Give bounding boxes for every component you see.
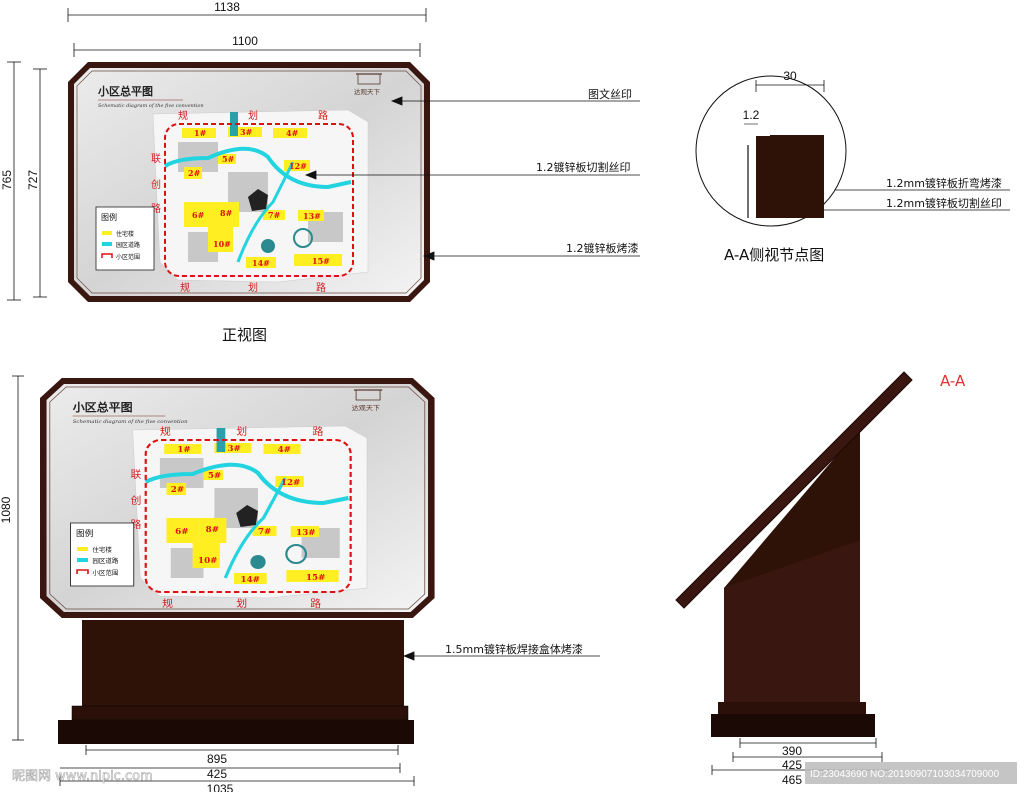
detail-aa-circle: 30 1.2 — [695, 69, 847, 227]
dim-727: 727 — [26, 170, 40, 190]
site-map: 规 划 路 联 创 路 规 划 路 1# 3# 4# 5# 12# 2# 6# … — [151, 109, 369, 294]
building-label: 4# — [286, 128, 299, 138]
road-label: 划 — [248, 109, 258, 122]
side-board — [675, 371, 913, 609]
dim-1035: 1035 — [207, 782, 234, 792]
building-label: 8# — [220, 208, 233, 218]
sign-base-body — [82, 620, 404, 706]
dim-425: 425 — [207, 767, 227, 781]
dim-1-2: 1.2 — [743, 108, 760, 122]
front-view-caption: 正视图 — [222, 326, 267, 344]
legend-item: 小区范围 — [116, 253, 140, 261]
dim-390: 390 — [782, 744, 802, 758]
dimension-lines — [7, 8, 890, 786]
building-label: 7# — [268, 210, 281, 220]
dim-1100: 1100 — [232, 34, 258, 48]
dim-1080: 1080 — [0, 496, 13, 523]
building-label: 1# — [194, 128, 207, 138]
road-label: 规 — [178, 109, 188, 122]
logo-text: 达观天下 — [354, 87, 381, 96]
sign-foundation — [58, 720, 414, 744]
watermark-id: ID:23043690 NO:20190907103034709000 — [810, 769, 999, 780]
dim-765: 765 — [0, 170, 14, 190]
building-label: 5# — [222, 154, 235, 164]
dim-425-side: 425 — [782, 758, 802, 772]
road-label: 路 — [316, 281, 326, 294]
building-label: 2# — [188, 168, 201, 178]
residential-buildings — [182, 127, 342, 268]
building-label: 6# — [192, 210, 205, 220]
building-label: 10# — [213, 239, 231, 249]
road-label: 路 — [318, 109, 328, 122]
front-elevation — [40, 378, 435, 744]
annotation-cut-silkscreen: 1.2镀锌板切割丝印 — [536, 160, 631, 174]
dim-895: 895 — [207, 752, 227, 766]
community-boundary — [164, 123, 354, 277]
detail-view-caption: A-A侧视节点图 — [724, 246, 824, 264]
dim-465: 465 — [782, 773, 802, 787]
building-label: 12# — [289, 161, 307, 171]
logo: 达观天下 — [354, 73, 382, 96]
dim-1138: 1138 — [214, 0, 240, 14]
panel-title: 小区总平图 — [97, 84, 153, 98]
legend-item: 园区道路 — [116, 241, 140, 249]
annotation-silkscreen: 图文丝印 — [588, 87, 632, 101]
panel-subtitle: Schematic diagram of the five convention — [98, 103, 204, 109]
building-label: 15# — [312, 256, 330, 266]
building-label: 3# — [240, 127, 253, 137]
annotation-box-body: 1.5mm镀锌板焊接盒体烤漆 — [445, 642, 583, 656]
watermark-site: 昵图网 www.nipic.com — [12, 769, 153, 784]
annotation-bake-paint: 1.2镀锌板烤漆 — [566, 241, 639, 255]
road-label: 路 — [151, 202, 161, 215]
section-label: A-A — [940, 372, 966, 390]
side-elevation: A-A — [675, 371, 966, 737]
legend: 图例 住宅楼 园区道路 小区范围 — [95, 206, 155, 271]
legend-item: 住宅楼 — [116, 230, 134, 238]
dim-30: 30 — [783, 69, 797, 83]
building-label: 14# — [252, 258, 270, 268]
road-label: 划 — [248, 281, 258, 294]
building-label: 13# — [303, 211, 321, 221]
annotation-bend-paint: 1.2mm镀锌板折弯烤漆 — [886, 176, 1002, 190]
sign-panel: 小区总平图 Schematic diagram of the five conv… — [68, 62, 430, 302]
road-label: 创 — [151, 178, 161, 191]
elevation-panel-copy — [40, 378, 435, 618]
road-label: 联 — [151, 153, 161, 165]
sign-plinth — [71, 705, 409, 721]
park-road — [163, 146, 352, 190]
annotation-cut-print: 1.2mm镀锌板切割丝印 — [886, 196, 1002, 210]
front-view-panel: 小区总平图 Schematic diagram of the five conv… — [68, 62, 430, 302]
legend-title: 图例 — [101, 212, 117, 222]
road-label: 规 — [180, 281, 190, 294]
